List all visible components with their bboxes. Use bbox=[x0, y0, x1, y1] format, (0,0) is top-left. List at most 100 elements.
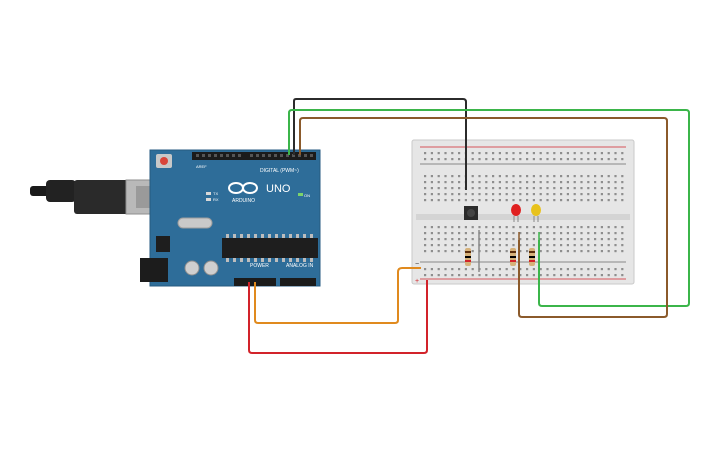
breadboard-hole[interactable] bbox=[430, 175, 433, 178]
breadboard-hole[interactable] bbox=[526, 226, 529, 229]
breadboard-hole[interactable] bbox=[614, 199, 617, 202]
breadboard-hole[interactable] bbox=[505, 199, 508, 202]
breadboard-hole[interactable] bbox=[587, 158, 590, 161]
breadboard-hole[interactable] bbox=[526, 187, 529, 190]
breadboard-hole[interactable] bbox=[546, 232, 549, 235]
breadboard-hole[interactable] bbox=[458, 274, 461, 277]
breadboard-hole[interactable] bbox=[451, 268, 454, 271]
breadboard-hole[interactable] bbox=[560, 152, 563, 155]
breadboard-hole[interactable] bbox=[519, 238, 522, 241]
breadboard-hole[interactable] bbox=[424, 187, 427, 190]
breadboard-hole[interactable] bbox=[566, 158, 569, 161]
breadboard-hole[interactable] bbox=[437, 226, 440, 229]
breadboard-hole[interactable] bbox=[519, 152, 522, 155]
wire-orange[interactable] bbox=[254, 267, 421, 324]
breadboard-hole[interactable] bbox=[553, 226, 556, 229]
breadboard-hole[interactable] bbox=[451, 250, 454, 253]
breadboard-hole[interactable] bbox=[614, 238, 617, 241]
breadboard-hole[interactable] bbox=[430, 181, 433, 184]
breadboard-hole[interactable] bbox=[546, 193, 549, 196]
breadboard-hole[interactable] bbox=[437, 268, 440, 271]
breadboard-hole[interactable] bbox=[560, 187, 563, 190]
led-yellow[interactable] bbox=[531, 204, 541, 222]
breadboard-hole[interactable] bbox=[607, 238, 610, 241]
breadboard-hole[interactable] bbox=[478, 274, 481, 277]
breadboard-hole[interactable] bbox=[471, 199, 474, 202]
breadboard-hole[interactable] bbox=[512, 238, 515, 241]
breadboard-hole[interactable] bbox=[451, 232, 454, 235]
breadboard-hole[interactable] bbox=[546, 250, 549, 253]
breadboard-hole[interactable] bbox=[505, 232, 508, 235]
breadboard-hole[interactable] bbox=[594, 232, 597, 235]
breadboard-hole[interactable] bbox=[444, 152, 447, 155]
breadboard-hole[interactable] bbox=[430, 232, 433, 235]
breadboard-hole[interactable] bbox=[424, 238, 427, 241]
breadboard-hole[interactable] bbox=[424, 193, 427, 196]
breadboard-hole[interactable] bbox=[464, 268, 467, 271]
breadboard-hole[interactable] bbox=[505, 175, 508, 178]
breadboard-hole[interactable] bbox=[566, 238, 569, 241]
breadboard-hole[interactable] bbox=[492, 187, 495, 190]
pushbutton[interactable] bbox=[464, 206, 478, 220]
breadboard-hole[interactable] bbox=[594, 181, 597, 184]
breadboard-hole[interactable] bbox=[471, 181, 474, 184]
breadboard-hole[interactable] bbox=[573, 226, 576, 229]
breadboard-hole[interactable] bbox=[437, 193, 440, 196]
breadboard-hole[interactable] bbox=[471, 268, 474, 271]
breadboard-hole[interactable] bbox=[471, 187, 474, 190]
breadboard-hole[interactable] bbox=[539, 232, 542, 235]
breadboard-hole[interactable] bbox=[444, 193, 447, 196]
breadboard-hole[interactable] bbox=[614, 187, 617, 190]
breadboard-hole[interactable] bbox=[553, 152, 556, 155]
breadboard-hole[interactable] bbox=[458, 158, 461, 161]
breadboard-hole[interactable] bbox=[512, 274, 515, 277]
breadboard-hole[interactable] bbox=[458, 152, 461, 155]
breadboard-hole[interactable] bbox=[566, 226, 569, 229]
breadboard-hole[interactable] bbox=[607, 175, 610, 178]
breadboard-hole[interactable] bbox=[478, 158, 481, 161]
breadboard-hole[interactable] bbox=[532, 152, 535, 155]
breadboard-hole[interactable] bbox=[580, 274, 583, 277]
breadboard-hole[interactable] bbox=[621, 250, 624, 253]
breadboard-hole[interactable] bbox=[458, 238, 461, 241]
breadboard-hole[interactable] bbox=[437, 187, 440, 190]
breadboard-hole[interactable] bbox=[614, 250, 617, 253]
breadboard-hole[interactable] bbox=[471, 175, 474, 178]
breadboard-hole[interactable] bbox=[594, 175, 597, 178]
breadboard-hole[interactable] bbox=[560, 244, 563, 247]
breadboard-hole[interactable] bbox=[580, 226, 583, 229]
breadboard-hole[interactable] bbox=[594, 199, 597, 202]
breadboard-hole[interactable] bbox=[607, 199, 610, 202]
breadboard-hole[interactable] bbox=[532, 158, 535, 161]
breadboard-hole[interactable] bbox=[573, 199, 576, 202]
breadboard-hole[interactable] bbox=[430, 226, 433, 229]
breadboard-hole[interactable] bbox=[424, 181, 427, 184]
resistor[interactable] bbox=[529, 248, 535, 266]
breadboard-hole[interactable] bbox=[464, 193, 467, 196]
breadboard-hole[interactable] bbox=[566, 181, 569, 184]
breadboard-hole[interactable] bbox=[580, 187, 583, 190]
breadboard-hole[interactable] bbox=[546, 274, 549, 277]
breadboard-hole[interactable] bbox=[451, 181, 454, 184]
breadboard-hole[interactable] bbox=[512, 226, 515, 229]
breadboard-hole[interactable] bbox=[519, 244, 522, 247]
breadboard-hole[interactable] bbox=[566, 250, 569, 253]
breadboard-hole[interactable] bbox=[587, 175, 590, 178]
breadboard-hole[interactable] bbox=[471, 238, 474, 241]
breadboard-hole[interactable] bbox=[526, 152, 529, 155]
breadboard-hole[interactable] bbox=[519, 193, 522, 196]
breadboard-hole[interactable] bbox=[546, 226, 549, 229]
breadboard-hole[interactable] bbox=[519, 199, 522, 202]
breadboard-hole[interactable] bbox=[444, 238, 447, 241]
breadboard-hole[interactable] bbox=[485, 181, 488, 184]
breadboard-hole[interactable] bbox=[580, 175, 583, 178]
breadboard-hole[interactable] bbox=[580, 193, 583, 196]
breadboard-hole[interactable] bbox=[512, 158, 515, 161]
breadboard-hole[interactable] bbox=[580, 250, 583, 253]
wire-brown[interactable] bbox=[299, 117, 668, 318]
breadboard-hole[interactable] bbox=[505, 158, 508, 161]
breadboard-hole[interactable] bbox=[600, 268, 603, 271]
breadboard-hole[interactable] bbox=[424, 250, 427, 253]
breadboard-hole[interactable] bbox=[492, 268, 495, 271]
